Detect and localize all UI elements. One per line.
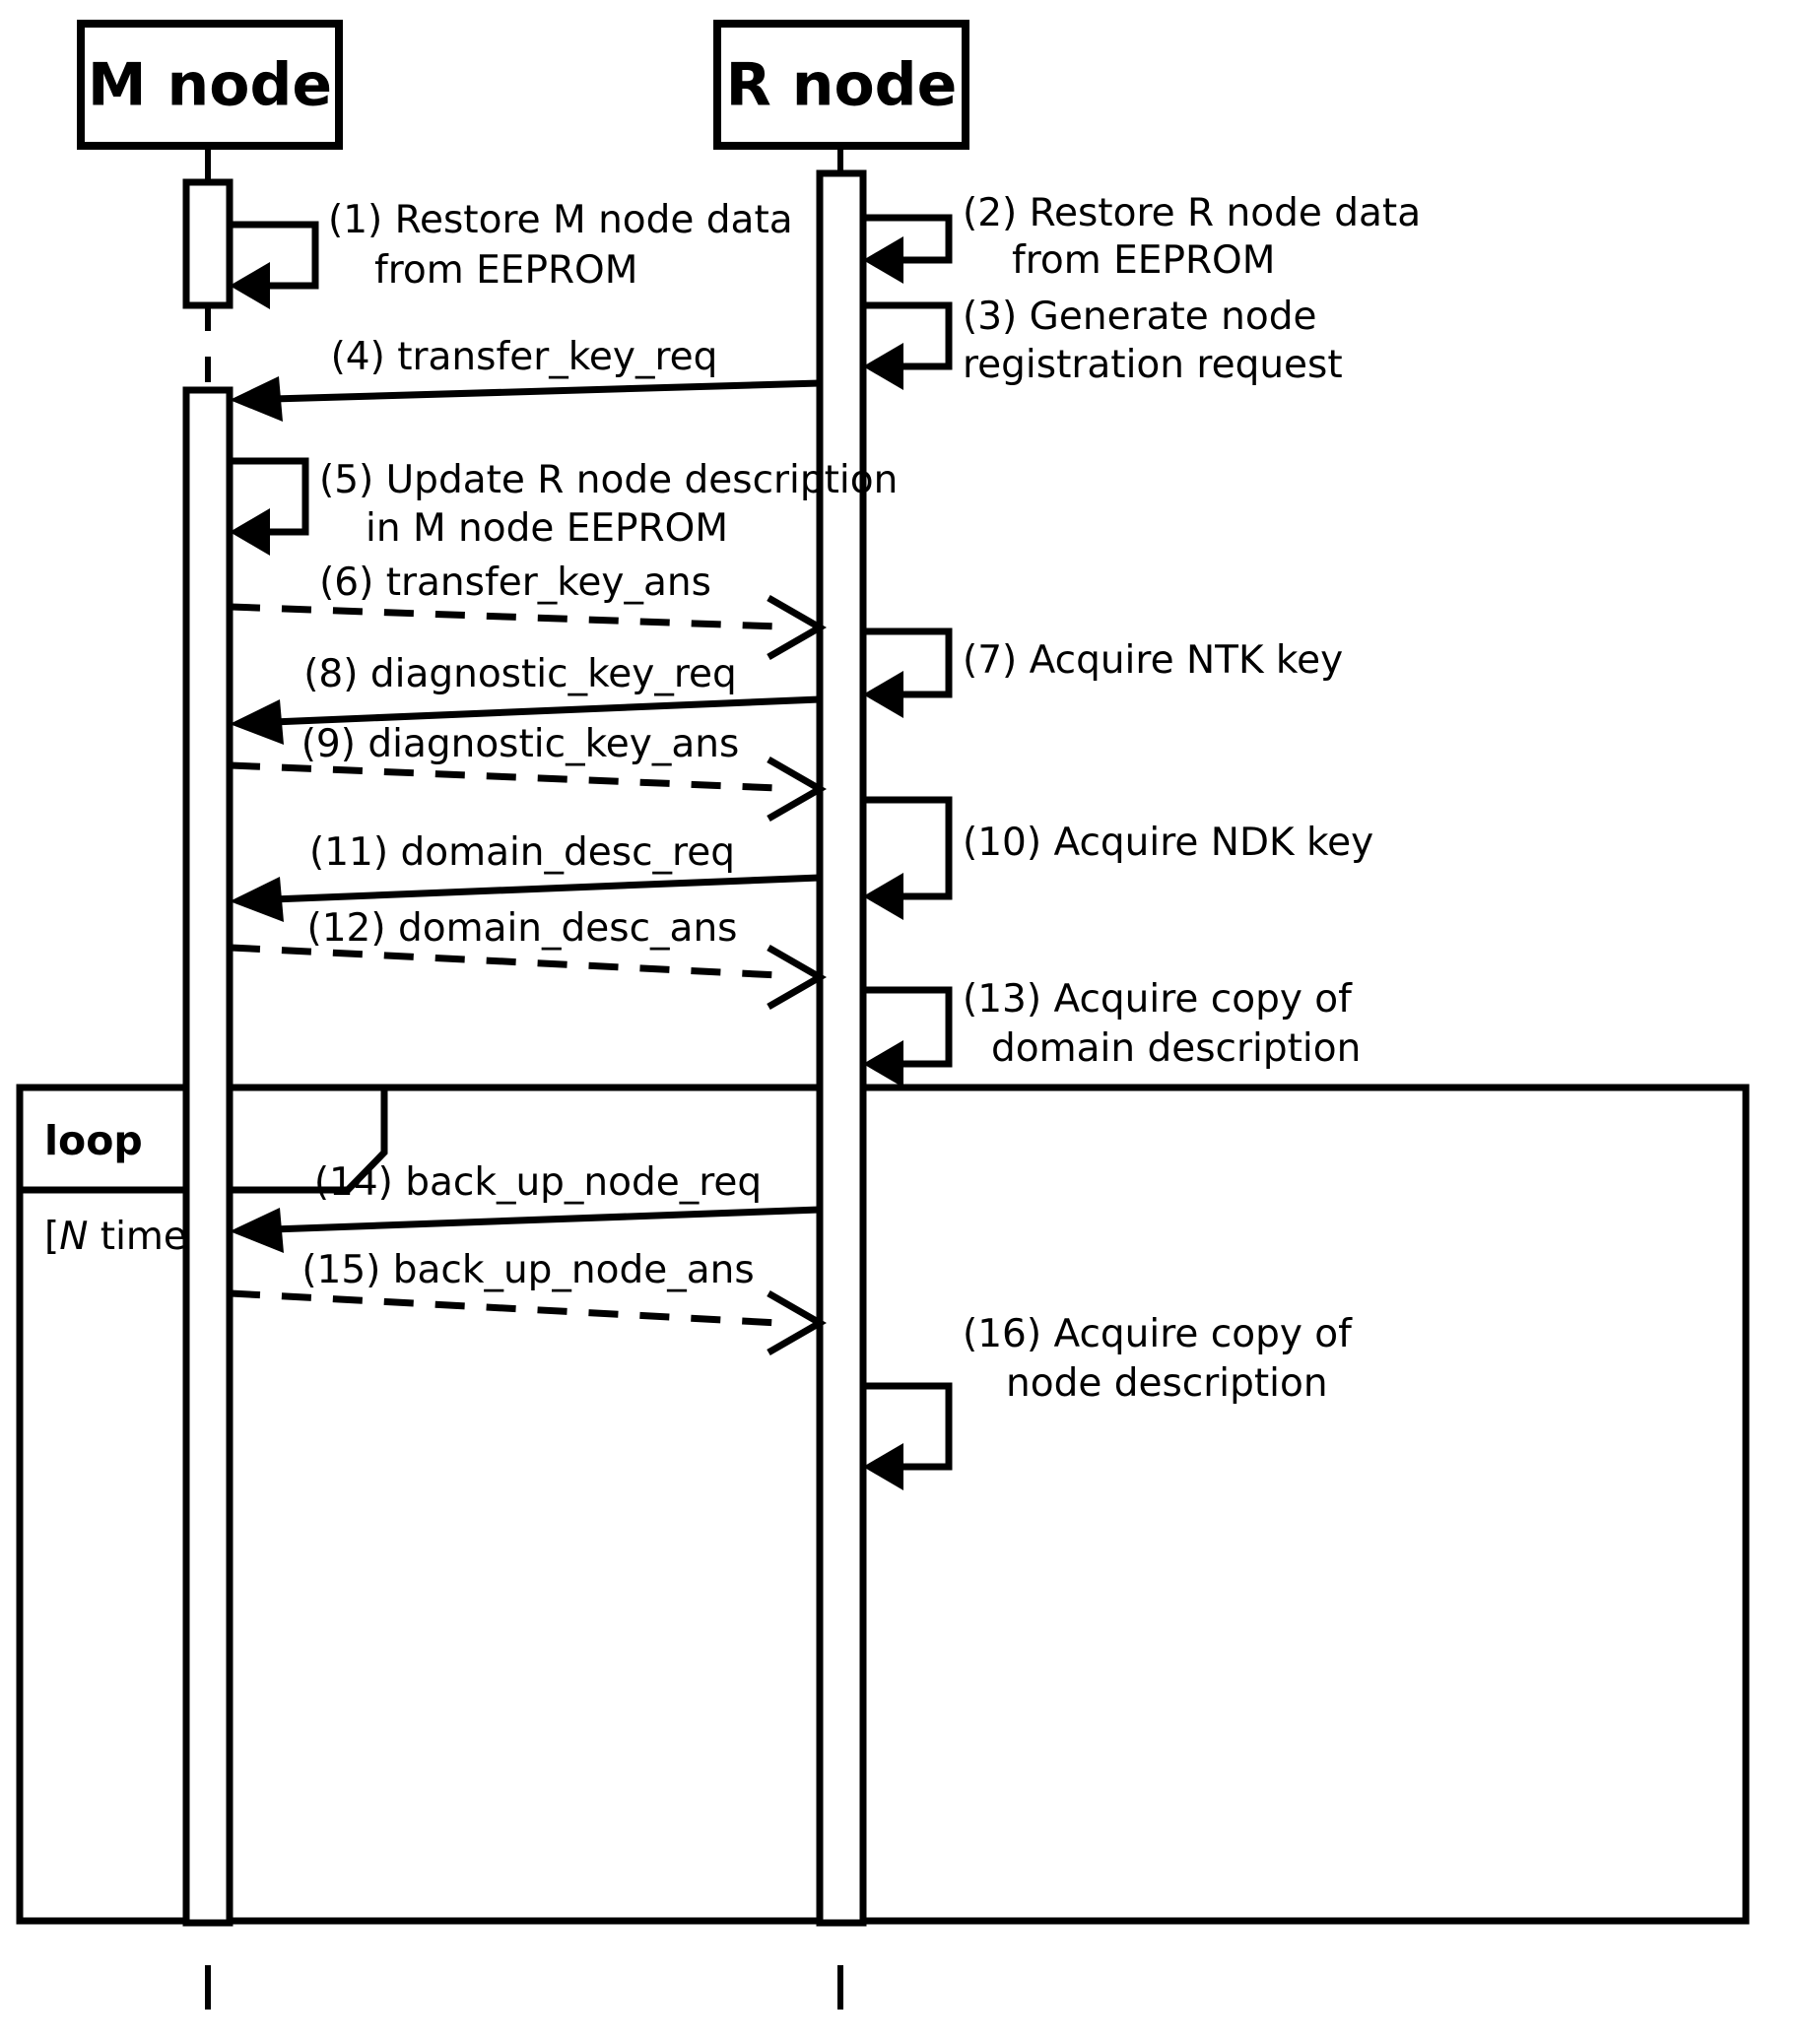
message-13-self: (13) Acquire copy of domain description [863, 977, 1361, 1088]
message-4: (4) transfer_key_req [230, 335, 821, 422]
message-8: (8) diagnostic_key_req [230, 652, 821, 745]
message-3-label-line1: (3) Generate node [963, 295, 1317, 339]
message-5-arrowhead [230, 508, 270, 556]
message-9-line [230, 761, 779, 792]
message-14: (14) back_up_node_req [230, 1160, 821, 1253]
message-10-loop [863, 796, 953, 900]
message-16-self: (16) Acquire copy of node description [863, 1312, 1353, 1490]
message-3-arrowhead [863, 343, 903, 390]
message-8-arrowhead [230, 699, 284, 745]
message-10-arrowhead [863, 873, 903, 920]
message-1-loop [230, 221, 319, 290]
message-2-self: (2) Restore R node data from EEPROM [863, 191, 1421, 284]
message-1-label-line1: (1) Restore M node data [328, 198, 793, 242]
message-16-arrowhead [863, 1443, 903, 1490]
message-10-self: (10) Acquire NDK key [863, 796, 1373, 920]
message-9-label: (9) diagnostic_key_ans [301, 722, 740, 766]
message-8-line [272, 695, 821, 726]
message-15-line [230, 1289, 779, 1327]
message-12-line [230, 944, 779, 979]
lifeline-head-r: R node [713, 20, 969, 150]
message-12: (12) domain_desc_ans [230, 906, 828, 1011]
message-12-arrowhead [767, 944, 828, 1011]
message-2-loop [863, 214, 953, 264]
m-activation-1 [182, 178, 234, 309]
message-16-loop [863, 1382, 953, 1471]
message-1-arrowhead [230, 262, 270, 309]
message-8-label: (8) diagnostic_key_req [303, 652, 737, 696]
message-4-label: (4) transfer_key_req [331, 335, 718, 379]
message-7-loop [863, 627, 953, 698]
message-9-arrowhead [767, 756, 828, 823]
message-6: (6) transfer_key_ans [230, 560, 828, 661]
message-6-arrowhead [767, 594, 828, 661]
message-15-arrowhead [767, 1289, 828, 1356]
loop-fragment-frame [16, 1084, 1750, 1925]
message-4-arrowhead [230, 376, 283, 422]
r-node-label: R node [726, 51, 958, 120]
message-13-loop [863, 986, 953, 1068]
message-2-label-line2: from EEPROM [1012, 238, 1275, 283]
message-5-label-line2: in M node EEPROM [366, 506, 728, 551]
message-7-self: (7) Acquire NTK key [863, 627, 1343, 718]
message-1-label-line2: from EEPROM [374, 248, 637, 293]
loop-fragment-title: loop [44, 1117, 143, 1164]
message-9: (9) diagnostic_key_ans [230, 722, 828, 823]
message-2-arrowhead [863, 236, 903, 284]
message-2-label-line1: (2) Restore R node data [963, 191, 1421, 235]
m-node-label: M node [88, 51, 332, 120]
message-16-label-line1: (16) Acquire copy of [963, 1312, 1353, 1356]
message-5-self: (5) Update R node description in M node … [230, 457, 898, 556]
message-13-label-line2: domain description [991, 1026, 1361, 1071]
message-11-arrowhead [230, 877, 284, 922]
message-15-label: (15) back_up_node_ans [301, 1248, 754, 1292]
message-3-label-line2: registration request [963, 343, 1343, 387]
message-7-arrowhead [863, 671, 903, 718]
message-6-line [230, 603, 779, 630]
message-11-label: (11) domain_desc_req [309, 830, 735, 875]
m-node-box [77, 20, 343, 150]
loop-fragment-tag [16, 1084, 388, 1194]
r-activation-main [816, 169, 867, 1927]
message-7-label-line1: (7) Acquire NTK key [963, 638, 1343, 683]
m-activation-2 [182, 386, 234, 1927]
message-15: (15) back_up_node_ans [230, 1248, 828, 1356]
message-14-label: (14) back_up_node_req [314, 1160, 762, 1205]
message-12-label: (12) domain_desc_ans [307, 906, 738, 951]
message-6-label: (6) transfer_key_ans [319, 560, 711, 605]
message-1-self: (1) Restore M node data from EEPROM [230, 198, 793, 309]
message-14-line [272, 1206, 821, 1233]
message-3-self: (3) Generate node registration request [863, 295, 1343, 390]
message-11-line [272, 874, 821, 903]
lifeline-head-m: M node [77, 20, 343, 150]
message-4-line [272, 379, 821, 403]
message-5-label-line1: (5) Update R node description [319, 458, 898, 502]
message-11: (11) domain_desc_req [230, 830, 821, 922]
message-16-label-line2: node description [1006, 1361, 1328, 1406]
message-14-arrowhead [230, 1208, 284, 1253]
message-13-arrowhead [863, 1040, 903, 1088]
message-3-loop [863, 301, 953, 370]
message-5-loop [230, 457, 309, 536]
message-13-label-line1: (13) Acquire copy of [963, 977, 1353, 1022]
message-10-label-line1: (10) Acquire NDK key [963, 821, 1373, 865]
